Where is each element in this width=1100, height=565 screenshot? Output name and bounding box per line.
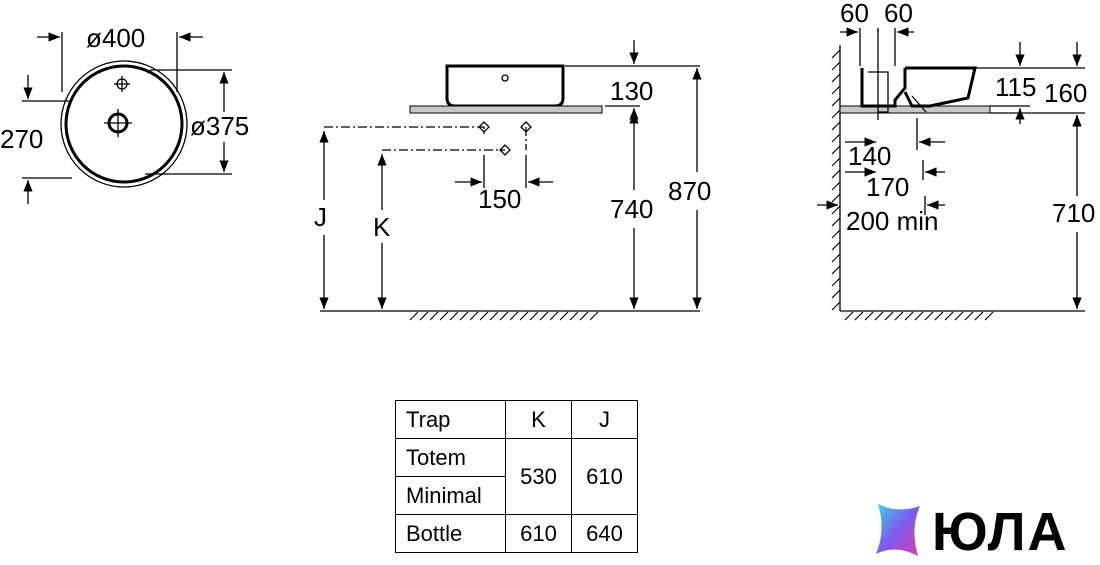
dim-dia-375: ø375 xyxy=(190,111,249,141)
dim-130: 130 xyxy=(610,76,653,106)
dim-740: 740 xyxy=(610,194,653,224)
dim-270: 270 xyxy=(0,124,43,154)
dim-870: 870 xyxy=(668,176,711,206)
dim-140: 140 xyxy=(848,141,891,171)
table-header-k: K xyxy=(505,400,572,439)
overflow-hole xyxy=(501,74,509,82)
side-floor-hatch xyxy=(844,311,994,321)
dim-150: 150 xyxy=(478,184,521,214)
brand-logo: ЮЛА xyxy=(872,500,1097,562)
side-view: 60 60 115 160 140 170 200 min 710 xyxy=(817,0,1095,321)
table-cell-trap: Totem xyxy=(395,438,506,477)
wall-hatch xyxy=(831,49,841,311)
top-view: ø400 ø375 270 xyxy=(0,23,249,204)
table-cell-j: 640 xyxy=(571,514,638,553)
basin-section xyxy=(860,68,907,108)
dim-710: 710 xyxy=(1052,198,1095,228)
dim-60-b: 60 xyxy=(884,0,913,28)
dim-200-min: 200 min xyxy=(846,206,939,236)
basin-front xyxy=(445,64,565,108)
logo-star-icon xyxy=(876,504,920,556)
table-header-j: J xyxy=(571,400,638,439)
countertop xyxy=(409,105,603,114)
trap-height-table: Trap K J Totem 530 610 Minimal Bottle 61… xyxy=(395,400,638,553)
table-cell-trap: Bottle xyxy=(395,514,506,553)
trap-markers xyxy=(478,121,532,156)
front-view: J K 150 130 740 870 xyxy=(314,40,711,321)
table-header-trap: Trap xyxy=(395,400,506,439)
logo-wordmark: ЮЛА xyxy=(932,502,1069,562)
dim-dia-400: ø400 xyxy=(86,23,145,53)
dim-60-a: 60 xyxy=(840,0,869,28)
dim-label-j: J xyxy=(314,202,327,232)
table-row: Minimal xyxy=(395,476,638,515)
table-cell-k-merged: 530 xyxy=(505,438,572,515)
dim-label-k: K xyxy=(373,212,391,242)
table-cell-k: 610 xyxy=(505,514,572,553)
dim-160: 160 xyxy=(1044,78,1087,108)
basin-outer-circle xyxy=(60,60,188,188)
table-cell-j-merged: 610 xyxy=(571,438,638,515)
table-row: Totem 530 610 xyxy=(395,438,638,515)
floor-hatch xyxy=(409,311,599,321)
dim-115: 115 xyxy=(995,72,1036,102)
table-cell-trap: Minimal xyxy=(395,476,506,515)
dim-170: 170 xyxy=(866,172,909,202)
table-row: Bottle 610 640 xyxy=(395,514,638,553)
table-header-row: Trap K J xyxy=(395,400,638,439)
basin-inner-circle xyxy=(64,64,184,184)
